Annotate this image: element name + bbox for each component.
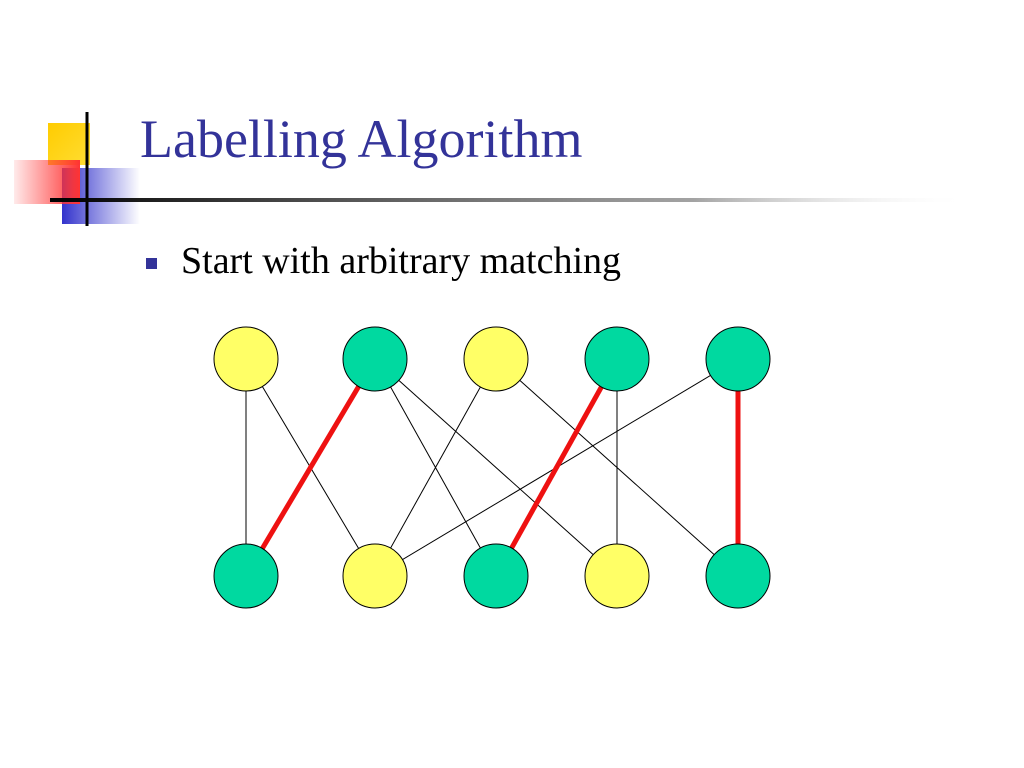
matched-edge-t2-b1 [243, 357, 378, 578]
deco-yellow-square [48, 123, 90, 165]
top-node-t2 [342, 326, 408, 392]
edges-layer [243, 357, 741, 578]
top-node-t5 [705, 326, 771, 392]
bullet-text: Start with arbitrary matching [181, 240, 622, 282]
decorative-corner-graphic [14, 112, 970, 226]
nodes-layer [213, 326, 771, 609]
bottom-node-b3 [463, 543, 529, 609]
title-underline [50, 198, 970, 202]
deco-red-bar [14, 160, 80, 204]
bullet-marker-square [146, 258, 157, 270]
bottom-node-b5 [705, 543, 771, 609]
top-node-t4 [584, 326, 650, 392]
top-node-t1 [213, 326, 279, 392]
slide-title: Labelling Algorithm [140, 109, 583, 169]
bullet-item: Start with arbitrary matching [146, 240, 621, 284]
edge-t3-b2 [374, 358, 497, 577]
bottom-node-b4 [584, 543, 650, 609]
bottom-node-b2 [342, 543, 408, 609]
bottom-node-b1 [213, 543, 279, 609]
matched-edge-t4-b3 [493, 357, 620, 578]
edge-t2-b4 [374, 358, 618, 577]
top-node-t3 [463, 326, 529, 392]
